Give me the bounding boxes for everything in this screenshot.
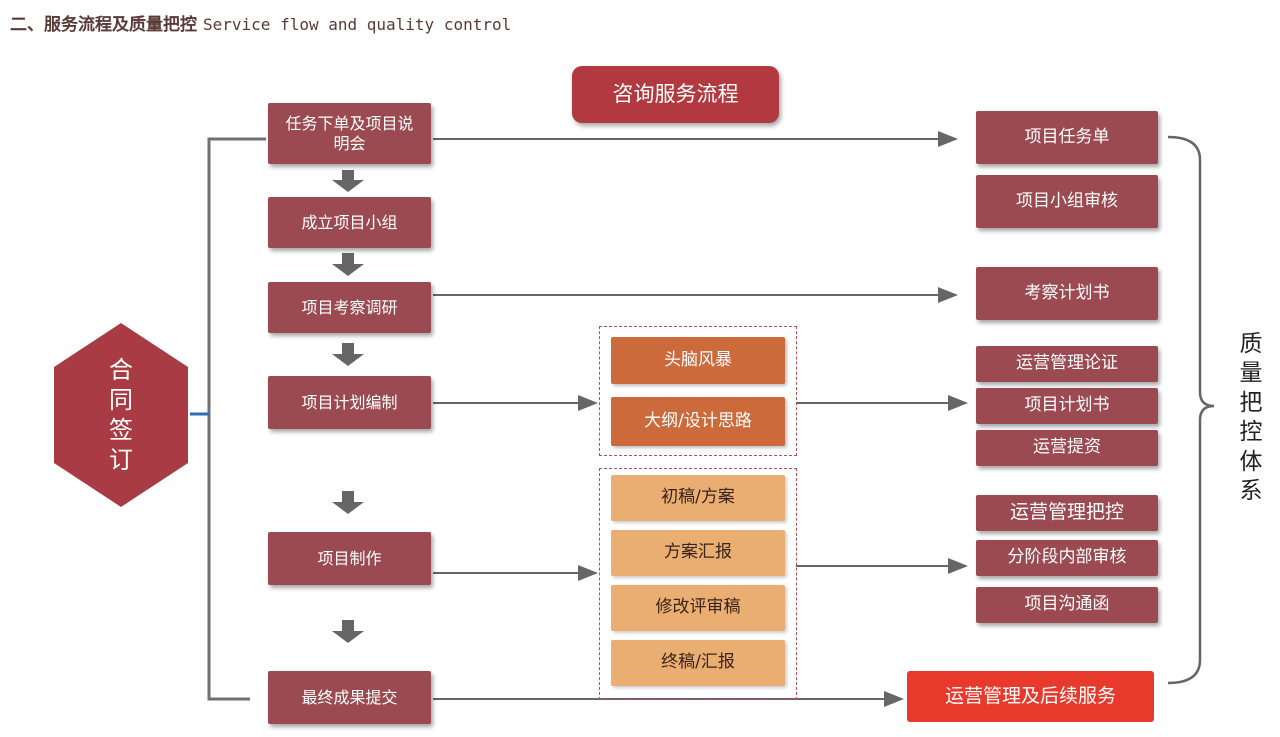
step-final-submit: 最终成果提交 <box>268 671 431 724</box>
quality-ops-control: 运营管理把控 <box>976 495 1158 531</box>
quality-system-label: 质量把控体系 <box>1239 331 1263 505</box>
production-activities-frame <box>599 468 797 700</box>
quality-ops-demonstration: 运营管理论证 <box>976 346 1158 382</box>
left-backbone-line <box>207 137 266 701</box>
down-arrow-1 <box>332 170 364 192</box>
down-arrow-3 <box>332 343 364 366</box>
flow-title: 咨询服务流程 <box>572 66 779 123</box>
step-task-order: 任务下单及项目说明会 <box>268 103 431 164</box>
down-arrow-2 <box>332 253 364 276</box>
activity-brainstorm: 头脑风暴 <box>611 337 785 384</box>
step-plan-compile: 项目计划编制 <box>268 376 431 429</box>
contract-hexagon: 合同签订 <box>54 323 188 507</box>
quality-team-review: 项目小组审核 <box>976 175 1158 228</box>
quality-project-plan: 项目计划书 <box>976 388 1158 424</box>
page-heading: 二、服务流程及质量把控 Service flow and quality cont… <box>10 10 511 35</box>
heading-en: Service flow and quality control <box>203 15 512 34</box>
down-arrow-4 <box>332 491 364 514</box>
activity-first-draft: 初稿/方案 <box>611 475 785 521</box>
contract-label: 合同签订 <box>109 356 133 474</box>
down-arrow-5 <box>332 620 364 643</box>
final-service-box: 运营管理及后续服务 <box>907 671 1154 722</box>
activity-revise-review: 修改评审稿 <box>611 585 785 631</box>
quality-stage-review: 分阶段内部审核 <box>976 540 1158 576</box>
step-form-team: 成立项目小组 <box>268 197 431 248</box>
plan-activities-frame <box>599 326 797 456</box>
heading-cn: 二、服务流程及质量把控 <box>10 15 197 35</box>
activity-proposal-report: 方案汇报 <box>611 530 785 576</box>
quality-bracket <box>1167 135 1215 685</box>
step-production: 项目制作 <box>268 532 431 585</box>
quality-communication-letter: 项目沟通函 <box>976 587 1158 623</box>
activity-outline: 大纲/设计思路 <box>611 397 785 446</box>
activity-final-draft: 终稿/汇报 <box>611 640 785 686</box>
hexagon-shape <box>54 323 188 507</box>
quality-task-sheet: 项目任务单 <box>976 111 1158 164</box>
step-site-research: 项目考察调研 <box>268 282 431 333</box>
quality-ops-data: 运营提资 <box>976 430 1158 466</box>
quality-inspection-plan: 考察计划书 <box>976 267 1158 320</box>
